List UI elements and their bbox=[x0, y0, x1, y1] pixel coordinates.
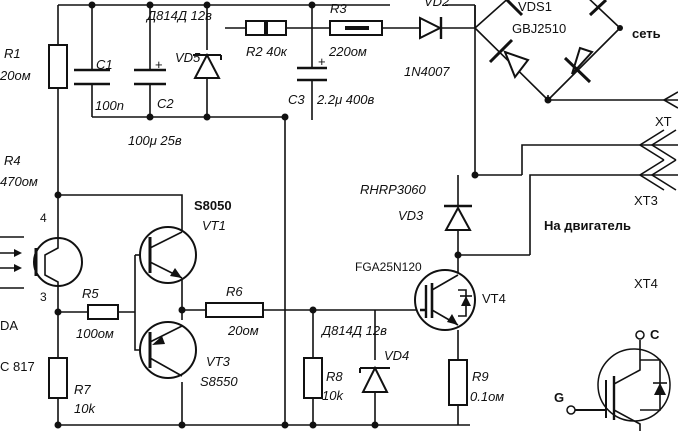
resistor-r2: R2 40к bbox=[225, 20, 312, 59]
resistor-r5: R5 100ом bbox=[76, 286, 119, 341]
opto-name: DA bbox=[0, 318, 18, 333]
resistor-r6: R6 20ом bbox=[205, 284, 264, 338]
connector-xt3: XT3 bbox=[634, 129, 677, 208]
resistor-r8: R8 10k bbox=[303, 357, 344, 403]
r2-label: R2 40к bbox=[246, 44, 288, 59]
resistor-r4-label: R4 470ом bbox=[0, 153, 38, 189]
vd5-label: VD5 bbox=[175, 50, 201, 65]
r7-label: R7 bbox=[74, 382, 91, 397]
diode-vd3: RHRP3060 VD3 bbox=[360, 182, 472, 231]
r1-value: 20ом bbox=[0, 68, 31, 83]
fga-label: FGA25N120 bbox=[355, 260, 422, 274]
opto-pin4: 4 bbox=[40, 211, 47, 225]
transistor-vt1: S8050 VT1 bbox=[139, 198, 232, 284]
wires bbox=[57, 4, 678, 426]
c2-plus: + bbox=[155, 57, 163, 72]
vd2-model: 1N4007 bbox=[404, 64, 450, 79]
r5-value: 100ом bbox=[76, 326, 114, 341]
rhrp-label: RHRP3060 bbox=[360, 182, 427, 197]
c3-label: C3 bbox=[288, 92, 305, 107]
vds1-model: GBJ2510 bbox=[512, 21, 566, 36]
r1-label: R1 bbox=[4, 46, 21, 61]
c2-label: C2 bbox=[157, 96, 174, 111]
diode-vd2: VD2 1N4007 bbox=[404, 0, 476, 79]
vt4-label: VT4 bbox=[482, 291, 506, 306]
r8-value: 10k bbox=[322, 388, 344, 403]
opto-model: C 817 bbox=[0, 359, 35, 374]
vd2-label: VD2 bbox=[424, 0, 450, 9]
vt1-model: S8050 bbox=[194, 198, 232, 213]
connector-xt4: XT4 bbox=[634, 159, 677, 291]
motor-label: На двигатель bbox=[544, 218, 631, 233]
resistor-r3: R3 220ом bbox=[312, 1, 420, 59]
r6-label: R6 bbox=[226, 284, 243, 299]
xt-top-label: XT bbox=[655, 114, 672, 129]
vd3-label: VD3 bbox=[398, 208, 424, 223]
vt3-label: VT3 bbox=[206, 354, 231, 369]
igbt-vt4: FGA25N120 VT4 bbox=[355, 260, 506, 331]
connector-xt-top: XT bbox=[655, 91, 678, 129]
r6-value: 20ом bbox=[227, 323, 259, 338]
r7-value: 10k bbox=[74, 401, 96, 416]
resistor-r7: R7 10k bbox=[48, 357, 96, 416]
r5-label: R5 bbox=[82, 286, 99, 301]
vd5-model: Д814Д 12в bbox=[145, 8, 212, 23]
vds1-label: VDS1 bbox=[518, 0, 552, 14]
r9-label: R9 bbox=[472, 369, 489, 384]
capacitor-c1: C1 100n bbox=[74, 57, 124, 113]
xt4-label: XT4 bbox=[634, 276, 658, 291]
c2-value: 100μ 25в bbox=[128, 133, 182, 148]
transistor-vt3: VT3 S8550 bbox=[139, 321, 238, 389]
resistor-r1: R1 20ом bbox=[0, 44, 68, 89]
r8-label: R8 bbox=[326, 369, 343, 384]
r4-value: 470ом bbox=[0, 174, 38, 189]
r9-value: 0.1ом bbox=[470, 389, 504, 404]
vd4-model: Д814Д 12в bbox=[320, 323, 387, 338]
igbt-c-label: C bbox=[650, 327, 660, 342]
vt3-model: S8550 bbox=[200, 374, 238, 389]
optocoupler: 4 3 DA C 817 bbox=[0, 211, 83, 374]
zener-vd4: Д814Д 12в VD4 bbox=[320, 323, 409, 393]
xt3-label: XT3 bbox=[634, 193, 658, 208]
r3-value: 220ом bbox=[328, 44, 367, 59]
bridge-rectifier-vds1: VDS1 GBJ2510 сеть bbox=[474, 0, 661, 101]
r3-label: R3 bbox=[330, 1, 347, 16]
capacitor-c2: + C2 100μ 25в bbox=[128, 57, 182, 148]
zener-vd5: Д814Д 12в VD5 bbox=[145, 8, 222, 79]
c1-label: C1 bbox=[96, 57, 113, 72]
c3-value: 2.2μ 400в bbox=[316, 92, 374, 107]
capacitor-c3: + C3 2.2μ 400в bbox=[288, 54, 374, 107]
vd4-label: VD4 bbox=[384, 348, 409, 363]
c1-value: 100n bbox=[95, 98, 124, 113]
c3-plus: + bbox=[318, 54, 326, 69]
resistor-r9: R9 0.1ом bbox=[448, 359, 504, 406]
igbt-symbol-inset: C G bbox=[554, 327, 671, 431]
r4-label: R4 bbox=[4, 153, 21, 168]
mains-label: сеть bbox=[632, 26, 661, 41]
vt1-label: VT1 bbox=[202, 218, 226, 233]
igbt-g-label: G bbox=[554, 390, 564, 405]
opto-pin3: 3 bbox=[40, 290, 47, 304]
